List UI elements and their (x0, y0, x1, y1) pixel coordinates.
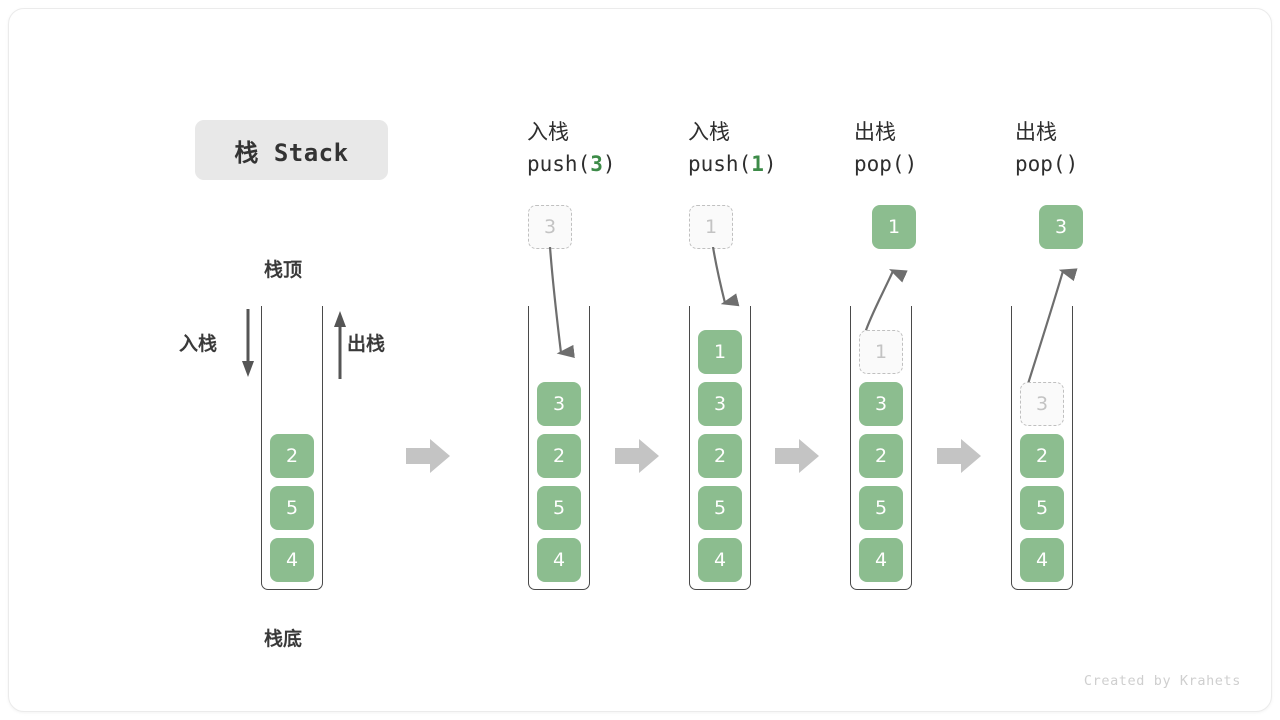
column-header-push-3: 入栈 push(3) (527, 117, 697, 181)
header-code-text: push(1) (688, 147, 858, 181)
push-3-connector-arrow-icon (548, 247, 575, 359)
stack-cell-ghost: 3 (1020, 382, 1064, 426)
stack-cell: 3 (698, 382, 742, 426)
stack-walls (1011, 306, 1073, 590)
stack-cell: 4 (537, 538, 581, 582)
header-code-text: push(3) (527, 147, 697, 181)
code-suffix: ) (1065, 152, 1079, 176)
column-header-push-1: 入栈 push(1) (688, 117, 858, 181)
push-1-connector-arrow-icon (711, 247, 740, 307)
stack-cell: 3 (859, 382, 903, 426)
column-header-pop-1: 出栈 pop() (854, 117, 1024, 181)
float-box-pop-3: 3 (1039, 205, 1083, 249)
stack-cell: 5 (537, 486, 581, 530)
code-arg: 3 (590, 152, 603, 176)
stack-cell: 2 (698, 434, 742, 478)
stack-walls (261, 306, 323, 590)
stack-cell: 1 (698, 330, 742, 374)
stack-cell: 2 (537, 434, 581, 478)
stack-cell: 2 (1020, 434, 1064, 478)
pop-1-connector-arrow-icon (863, 269, 908, 334)
header-cn-text: 入栈 (527, 120, 569, 144)
stack-walls (850, 306, 912, 590)
code-arg: 1 (751, 152, 764, 176)
header-code-text: pop() (1015, 147, 1185, 181)
push-direction-label: 入栈 (179, 333, 218, 355)
stack-top-label: 栈顶 (264, 259, 303, 281)
stack-walls (689, 306, 751, 590)
code-prefix: pop( (1015, 152, 1066, 176)
float-box-push-3: 3 (528, 205, 572, 249)
step-arrow-icon (775, 439, 819, 473)
diagram-card: 栈 Stack 栈顶 栈底 入栈 出栈 入栈 push(3) 入栈 push(1… (8, 8, 1272, 712)
pop-direction-label: 出栈 (347, 333, 386, 355)
stack-cell: 5 (270, 486, 314, 530)
stack-walls (528, 306, 590, 590)
float-box-push-1: 1 (689, 205, 733, 249)
float-box-pop-1: 1 (872, 205, 916, 249)
stack-cell-ghost: 1 (859, 330, 903, 374)
stack-cell: 5 (698, 486, 742, 530)
code-suffix: ) (904, 152, 918, 176)
code-suffix: ) (602, 152, 616, 176)
header-code-text: pop() (854, 147, 1024, 181)
header-cn-text: 入栈 (688, 120, 730, 144)
stack-cell: 4 (698, 538, 742, 582)
diagram-title: 栈 Stack (195, 120, 388, 180)
code-prefix: push( (527, 152, 591, 176)
header-cn-text: 出栈 (1015, 120, 1057, 144)
code-prefix: push( (688, 152, 752, 176)
stack-cell: 5 (1020, 486, 1064, 530)
step-arrow-icon (937, 439, 981, 473)
code-prefix: pop( (854, 152, 905, 176)
stack-cell: 4 (859, 538, 903, 582)
pop-up-arrow-icon (334, 311, 346, 379)
push-down-arrow-icon (242, 309, 254, 377)
step-arrow-icon (615, 439, 659, 473)
step-arrow-icon (406, 439, 450, 473)
stack-cell: 3 (537, 382, 581, 426)
stack-cell: 2 (859, 434, 903, 478)
pop-3-connector-arrow-icon (1025, 268, 1078, 388)
header-cn-text: 出栈 (854, 120, 896, 144)
stack-cell: 5 (859, 486, 903, 530)
stack-cell: 4 (1020, 538, 1064, 582)
column-header-pop-3: 出栈 pop() (1015, 117, 1185, 181)
code-suffix: ) (763, 152, 777, 176)
stack-bottom-label: 栈底 (264, 628, 303, 650)
stack-cell: 4 (270, 538, 314, 582)
stack-cell: 2 (270, 434, 314, 478)
footer-credit: Created by Krahets (1083, 673, 1241, 689)
